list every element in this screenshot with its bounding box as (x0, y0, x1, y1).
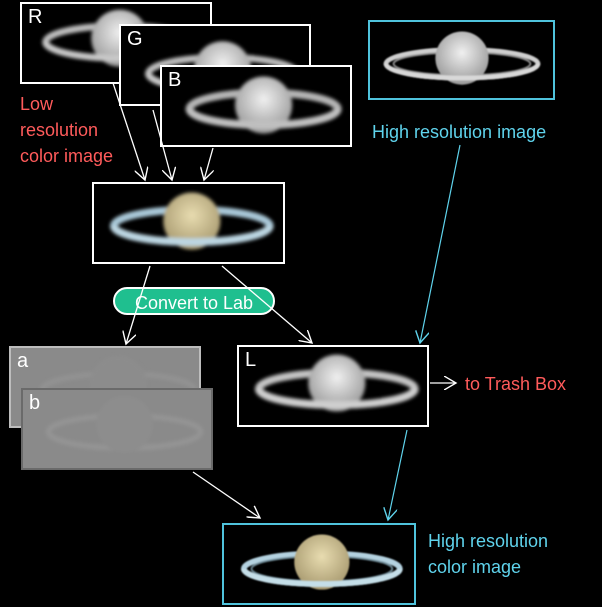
channel-r-letter: R (28, 6, 43, 28)
low-resolution-color-image (92, 182, 285, 264)
channel-a-letter: a (17, 350, 29, 372)
high-resolution-label: High resolution image (372, 122, 547, 142)
arrow-l-to-result (388, 429, 408, 520)
channel-b-image: B (160, 65, 352, 147)
result-label-line1: High resolution (428, 531, 549, 551)
channel-b-lab-letter: b (29, 392, 41, 414)
channel-l-letter: L (245, 349, 257, 371)
trash-box-label: to Trash Box (465, 374, 567, 394)
channel-b-lab-image: b (21, 388, 213, 470)
channel-b-letter: B (168, 69, 182, 91)
low-resolution-label-line1: Low (20, 94, 54, 114)
result-label-line2: color image (428, 557, 522, 577)
convert-to-lab-badge: Convert to Lab (113, 287, 275, 315)
arrow-b-to-color (204, 147, 213, 180)
channel-l-image: L (237, 345, 429, 427)
low-resolution-label: Low resolution color image (20, 91, 113, 169)
arrow-ab-to-result (192, 471, 260, 518)
high-resolution-color-image (222, 523, 416, 605)
high-resolution-image (368, 20, 555, 100)
result-label: High resolution color image (428, 528, 548, 580)
low-resolution-label-line3: color image (20, 146, 114, 166)
low-resolution-label-line2: resolution (20, 120, 99, 140)
arrow-highres-to-l (420, 144, 461, 343)
channel-g-letter: G (127, 28, 143, 50)
